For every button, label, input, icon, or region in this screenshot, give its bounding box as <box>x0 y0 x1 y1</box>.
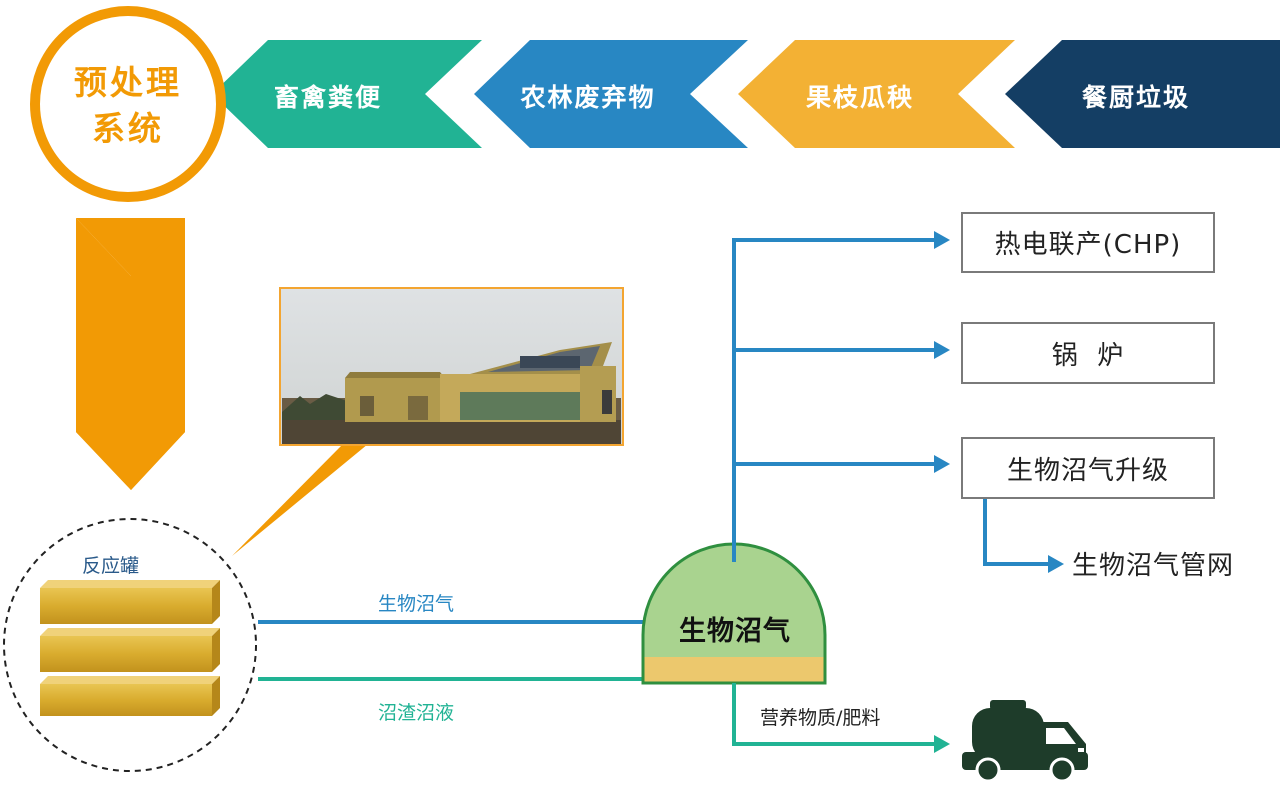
fertilizer-line <box>732 683 936 746</box>
output-label-upgrade: 生物沼气升级 <box>1006 455 1169 486</box>
feedstock-chevron-4 <box>1005 40 1280 148</box>
feedstock-chevron-1 <box>212 40 482 148</box>
biogas-dome <box>641 542 827 685</box>
feedstock-chevron-3 <box>738 40 1015 148</box>
pretreatment-label: 预处理 系统 <box>44 60 212 152</box>
arrow-upgrade <box>934 455 950 473</box>
pretreatment-circle <box>30 6 226 202</box>
fertilizer-label: 营养物质/肥料 <box>760 707 881 729</box>
output-box-upgrade: 生物沼气升级 <box>961 437 1215 499</box>
output-box-chp: 热电联产(CHP) <box>961 212 1215 273</box>
reactor-label: 反应罐 <box>82 555 140 577</box>
arrow-chp <box>934 231 950 249</box>
factory-photo <box>279 287 624 446</box>
output-label-chp: 热电联产(CHP) <box>994 230 1182 260</box>
arrow-fertilizer <box>934 735 950 753</box>
truck-icon <box>962 700 1088 783</box>
biogas-line-label: 生物沼气 <box>378 593 455 615</box>
feedstock-chevron-2 <box>474 40 748 148</box>
dome-label: 生物沼气 <box>679 616 791 647</box>
output-box-boiler: 锅 炉 <box>961 322 1215 384</box>
feedstock-label-3: 果枝瓜秧 <box>805 83 914 112</box>
arrow-boiler <box>934 341 950 359</box>
digestate-line-label: 沼渣沼液 <box>378 702 455 724</box>
feedstock-label-1: 畜禽粪便 <box>273 83 382 112</box>
output-label-boiler: 锅 炉 <box>1051 340 1125 371</box>
reactor-tank-icon <box>40 580 220 716</box>
pretreatment-down-arrow-body <box>76 218 185 490</box>
pretreatment-line-1: 预处理 <box>74 63 182 102</box>
arrow-grid <box>1048 555 1064 573</box>
grid-label: 生物沼气管网 <box>1072 551 1235 581</box>
branch-grid <box>983 497 1050 566</box>
feedstock-label-2: 农林废弃物 <box>520 83 656 112</box>
pretreatment-line-2: 系统 <box>92 109 164 148</box>
photo-callout-pointer <box>232 444 368 556</box>
feedstock-label-4: 餐厨垃圾 <box>1081 83 1190 112</box>
